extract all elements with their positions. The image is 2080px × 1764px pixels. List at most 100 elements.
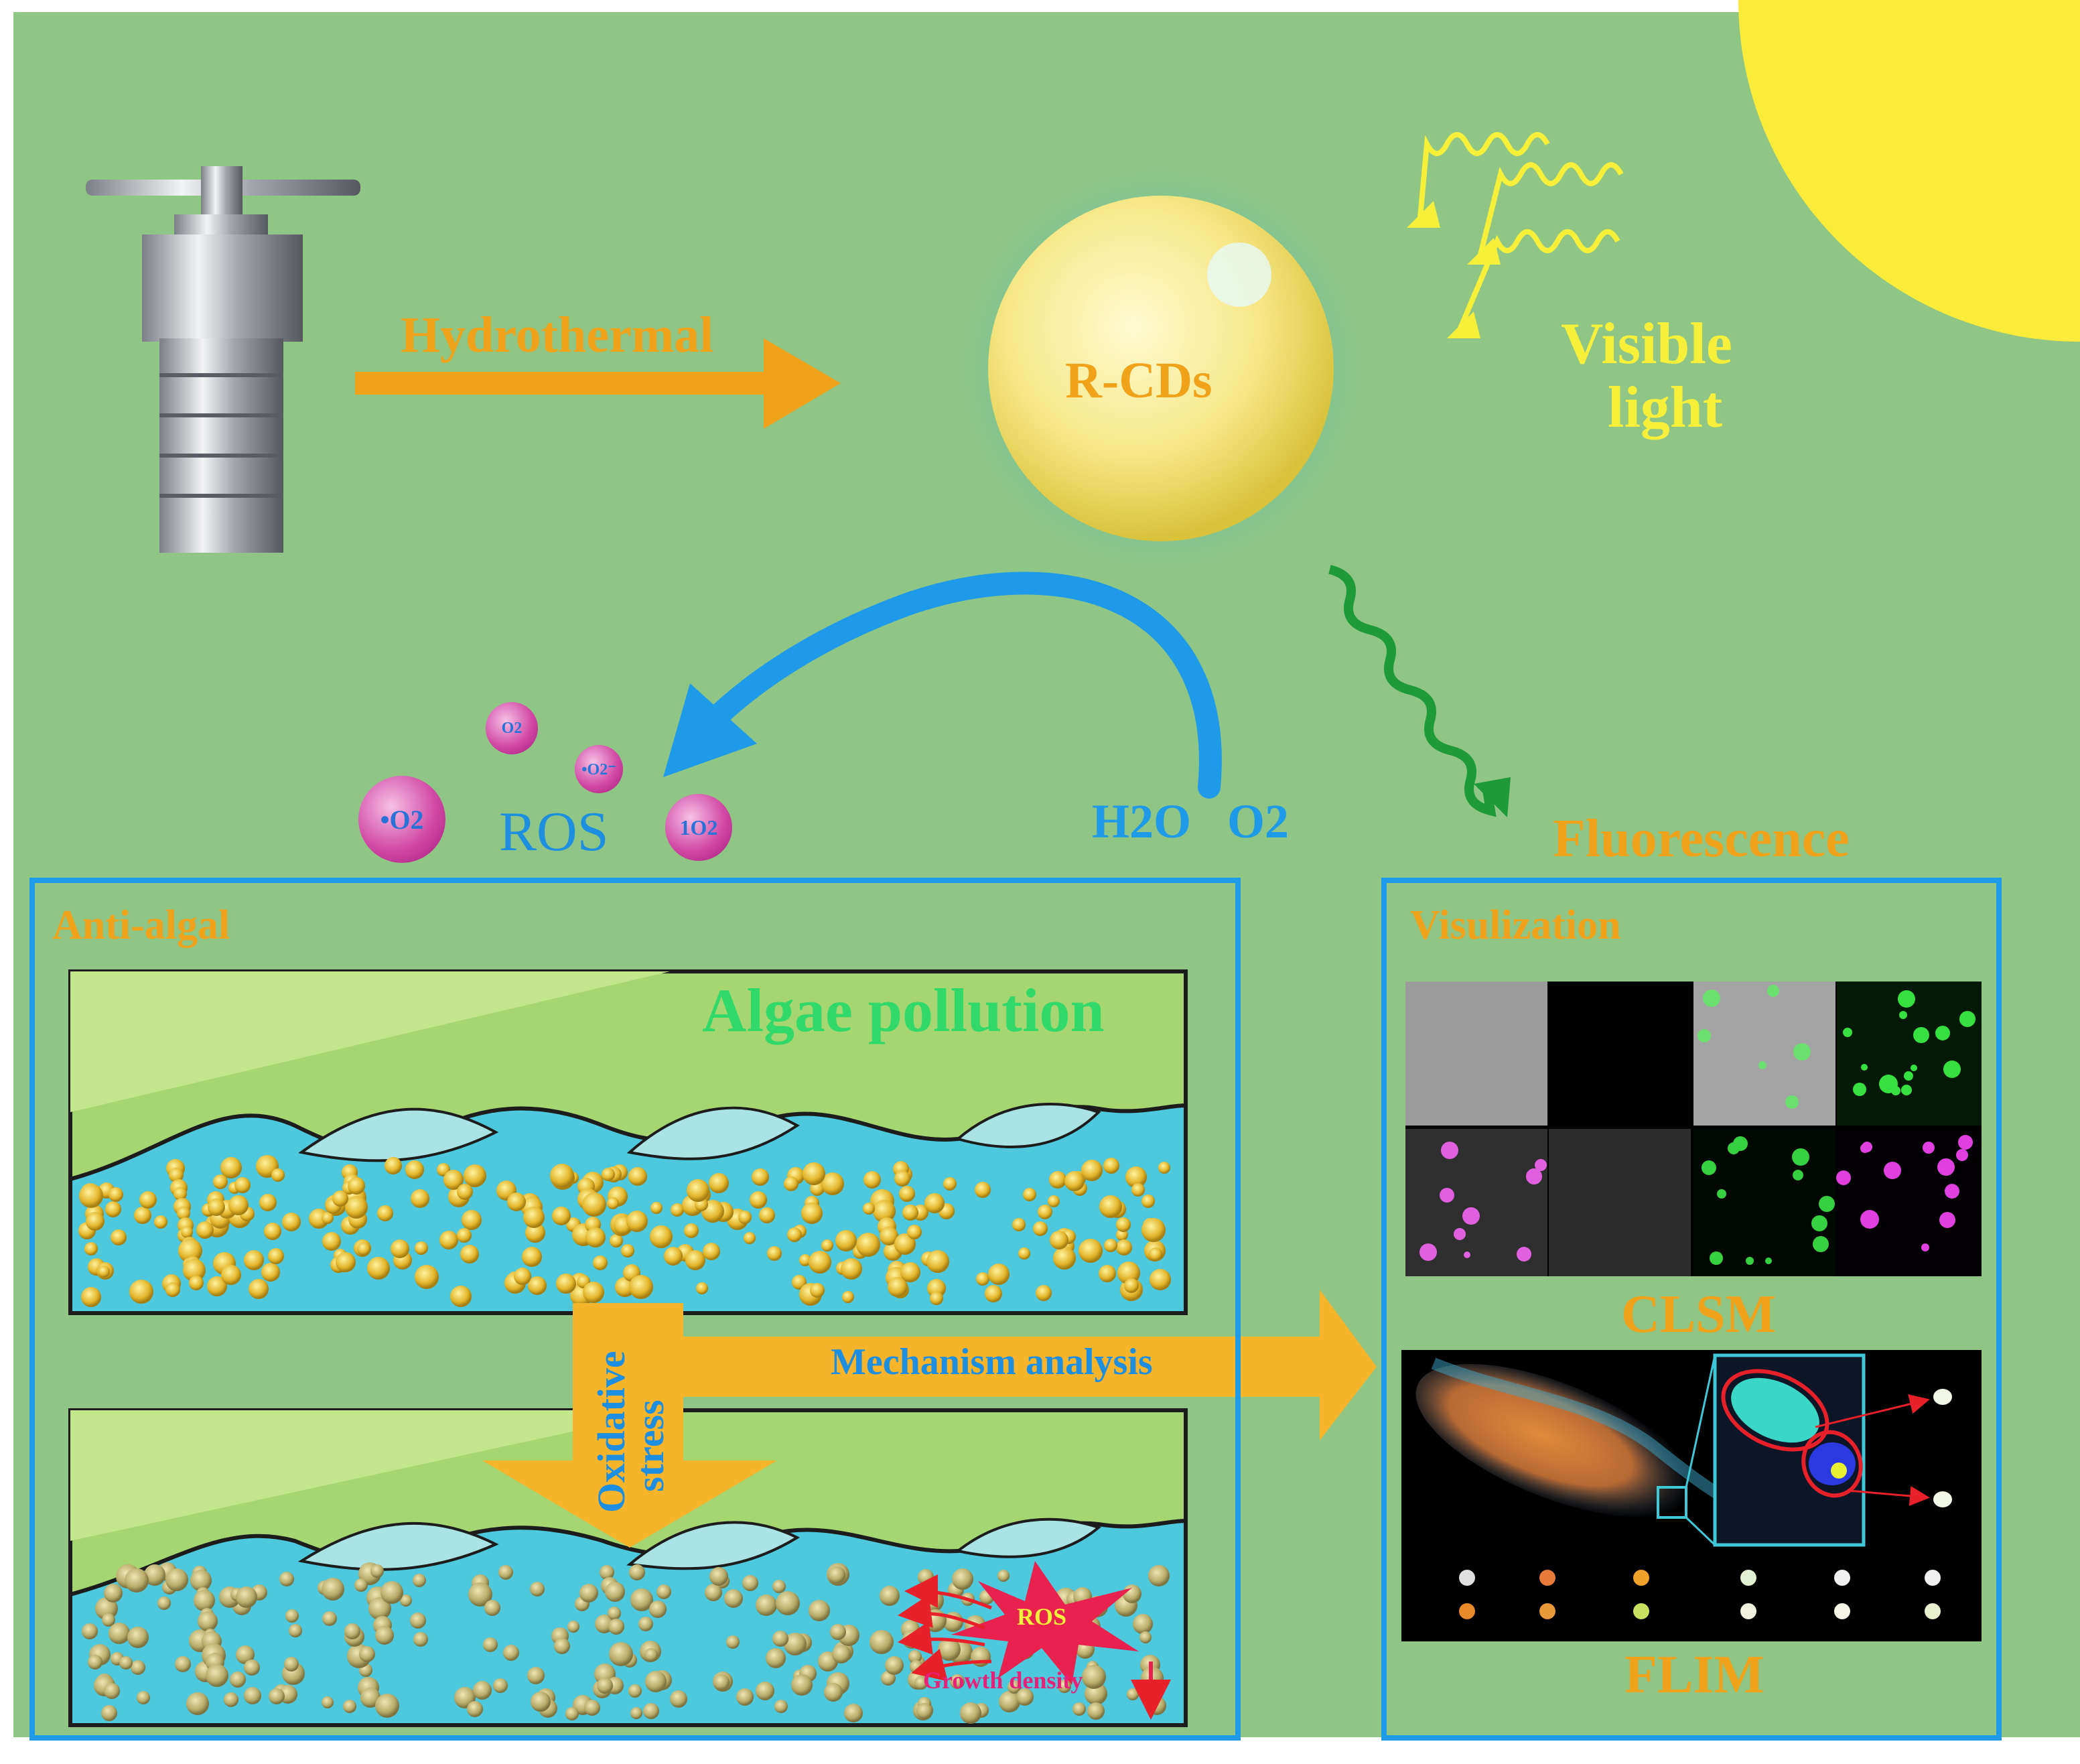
fluorescent-cell <box>1956 1149 1968 1161</box>
alga-cell <box>1023 1188 1036 1201</box>
alga-cell <box>600 1565 614 1580</box>
alga-cell <box>82 1623 98 1639</box>
alga-cell <box>450 1286 472 1307</box>
fluorescent-cell <box>1884 1162 1901 1179</box>
alga-cell <box>111 1229 127 1245</box>
alga-cell <box>844 1704 863 1722</box>
alga-cell <box>900 1262 920 1282</box>
alga-cell <box>322 1696 334 1708</box>
alga-cell <box>799 1254 811 1266</box>
hydroxyl-molecule: •O2⁻ <box>575 745 623 793</box>
fluorescent-cell <box>1464 1251 1470 1258</box>
alga-cell <box>809 1251 831 1274</box>
alga-cell <box>322 1611 337 1626</box>
alga-cell <box>413 1574 426 1587</box>
alga-cell <box>279 1572 294 1586</box>
alga-cell <box>354 1578 368 1592</box>
alga-cell <box>183 1259 206 1282</box>
alga-cell <box>462 1210 482 1230</box>
alga-cell <box>268 1248 284 1264</box>
alga-cell <box>1048 1195 1060 1207</box>
alga-cell <box>830 1624 846 1640</box>
alga-cell <box>244 1250 264 1270</box>
alga-cell <box>988 1264 1010 1285</box>
alga-cell <box>1038 1205 1052 1219</box>
alga-cell <box>125 1568 149 1592</box>
autoclave-icon <box>86 166 360 553</box>
alga-cell <box>621 1244 634 1258</box>
fluorescent-cell <box>1454 1228 1466 1240</box>
alga-cell <box>841 1258 862 1280</box>
alga-cell <box>236 1645 255 1664</box>
alga-cell <box>649 1601 667 1618</box>
anti-algal-title: Anti-algal <box>52 902 230 948</box>
alga-cell <box>742 1575 758 1591</box>
alga-cell <box>687 1179 709 1202</box>
mechanism-analysis-arrow <box>482 1290 1377 1548</box>
alga-cell <box>626 1211 648 1232</box>
alga-cell <box>607 1197 619 1209</box>
growth-density-label: Growth density <box>923 1667 1083 1694</box>
alga-cell <box>685 1250 705 1270</box>
alga-cell <box>650 1225 673 1248</box>
alga-cell <box>597 1678 613 1694</box>
alga-cell <box>269 1688 285 1704</box>
fluorescent-cell <box>1702 1160 1716 1175</box>
fluorescent-cell <box>1462 1207 1480 1225</box>
alga-cell <box>464 1164 486 1187</box>
alga-cell <box>902 1205 918 1221</box>
alga-cell <box>284 1657 299 1672</box>
alga-cell <box>787 1227 802 1242</box>
alga-cell <box>784 1176 799 1191</box>
visible-light-label-line2: light <box>1608 375 1723 440</box>
fluorescent-cell <box>1419 1243 1437 1261</box>
alga-cell <box>630 1707 642 1719</box>
alga-cell <box>413 1632 428 1647</box>
alga-cell <box>1133 1614 1153 1634</box>
ozone-molecule: O2 <box>486 702 538 754</box>
alga-cell <box>709 1567 728 1586</box>
alga-cell <box>828 1566 845 1584</box>
alga-cell <box>104 1683 120 1699</box>
alga-cell <box>190 1570 212 1591</box>
alga-cell <box>552 1207 571 1225</box>
alga-cell <box>86 1212 105 1231</box>
alga-cell <box>531 1692 551 1712</box>
alga-cell <box>1016 1688 1034 1706</box>
alga-cell <box>684 1223 699 1238</box>
alga-cell <box>360 1688 380 1708</box>
fluorescent-cell <box>1879 1075 1898 1093</box>
alga-cell <box>713 1674 730 1690</box>
fluorescent-cell <box>1767 985 1779 997</box>
alga-cell <box>484 1600 500 1616</box>
alga-cell <box>664 1247 683 1266</box>
alga-cell <box>803 1162 825 1185</box>
alga-cell <box>169 1168 184 1182</box>
mechanism-analysis-label: Mechanism analysis <box>831 1341 1153 1383</box>
alga-cell <box>774 1700 788 1713</box>
fluorescent-cell <box>1717 1189 1726 1199</box>
alga-cell <box>1139 1631 1152 1643</box>
fluorescent-cell <box>1793 1043 1811 1061</box>
alga-cell <box>579 1584 598 1603</box>
alga-cell <box>332 1191 348 1207</box>
alga-cell <box>776 1591 800 1615</box>
reactants-label: H2O O2 <box>1092 795 1290 848</box>
alga-cell <box>873 1200 896 1223</box>
alga-cell <box>221 1265 241 1285</box>
alga-cell <box>104 1584 123 1603</box>
alga-cell <box>139 1191 157 1209</box>
alga-cell <box>960 1702 981 1724</box>
alga-cell <box>1117 1262 1140 1284</box>
fluorescent-cell <box>1899 1011 1907 1019</box>
alga-cell <box>835 1230 857 1251</box>
alga-cell <box>610 1234 623 1247</box>
alga-cell <box>102 1613 115 1627</box>
alga-cell <box>493 1678 508 1693</box>
alga-cell <box>1058 1680 1071 1693</box>
alga-cell <box>1049 1171 1066 1189</box>
alga-cell <box>907 1225 922 1239</box>
alga-cell <box>638 1617 653 1631</box>
fluorescent-cell <box>1813 1236 1829 1252</box>
